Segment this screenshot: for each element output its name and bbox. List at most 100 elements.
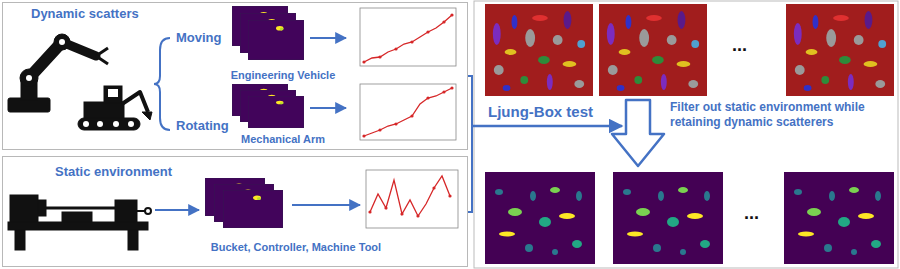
art-circle [400,212,403,215]
art-path [468,76,472,212]
art-rect [108,89,118,97]
art-rect [38,200,46,216]
art-use [485,4,593,96]
robot-arm-icon [8,34,108,112]
art-use [784,172,894,264]
art-rect [10,195,38,222]
art-circle [378,128,381,131]
art-circle [384,206,387,209]
heatmap-stack [232,84,304,128]
filtered-images [485,172,894,264]
art-circle [410,114,413,117]
art-use [485,172,595,264]
ellipsis: ... [732,34,747,57]
art-circle [362,134,365,137]
line-plot [360,84,456,140]
art-line [310,107,346,109]
art-circle [416,214,419,217]
down-arrow [612,100,664,166]
art-circle [368,210,371,213]
art-circle [113,121,119,127]
image-caption: Mechanical Arm [228,133,338,146]
art-g [362,86,453,137]
segmentation-images [485,4,894,96]
art-line [292,204,360,206]
heatmap-stack [232,6,304,60]
art-line [472,125,622,128]
art-rect [15,230,25,250]
art-line [96,48,108,56]
art-use [223,190,283,228]
art-line [96,56,108,64]
panel-title: Static environment [55,164,172,180]
group-panel: Dynamic scattersEngineering VehicleMecha… [2,2,468,150]
art-polyline [364,88,452,136]
result-frame [474,1,898,268]
art-rect [360,84,456,140]
image-caption: Bucket, Controller, Machine Tool [196,241,396,254]
art-circle [362,60,365,63]
excavator-icon [78,86,152,130]
art-circle [450,13,453,16]
art-rect [360,8,456,66]
flow-arrows [155,38,360,210]
art-line [310,37,346,39]
art-circle [450,86,453,89]
art-rect [84,102,124,118]
art-path [142,112,152,120]
art-g [368,186,451,217]
art-use [613,172,723,264]
art-circle [378,55,381,58]
art-circle [442,20,445,23]
image-stack: Mechanical Arm [228,80,338,146]
art-circle [145,208,151,214]
step-note: Filter out static environment while reta… [670,100,894,130]
art-rect [8,222,148,230]
art-polyline [370,176,450,216]
art-circle [448,194,451,197]
image-stack: Engineering Vehicle [228,4,339,82]
art-use [248,96,304,128]
art-line [155,209,199,211]
art-polyline [122,92,148,112]
art-circle [394,47,397,50]
art-line [62,42,96,56]
art-circle [59,39,65,45]
ellipsis: ... [744,202,759,225]
art-use [786,4,894,96]
test-label: Ljung-Box test [488,103,593,122]
art-use [599,4,707,96]
art-rect [115,200,137,222]
art-line [46,207,118,210]
art-circle [394,122,397,125]
art-rect [128,230,138,250]
art-circle [97,121,103,127]
art-circle [426,96,429,99]
motion-label: Rotating [176,118,229,134]
art-circle [410,40,413,43]
art-circle [83,121,89,127]
image-stack: Bucket, Controller, Machine Tool [196,176,396,254]
line-plot [360,8,456,66]
art-polyline [364,15,452,62]
heatmap-stack [205,178,283,228]
art-rect [62,212,92,222]
line-plot [366,170,458,228]
brace [154,38,170,130]
art-rect [104,86,122,103]
art-circle [128,121,134,127]
group-panel: Static environmentBucket, Controller, Ma… [2,156,468,267]
art-rect [78,118,140,130]
art-g [362,13,453,63]
art-circle [432,186,435,189]
art-circle [442,90,445,93]
art-use [248,20,304,60]
machine-tool-icon [8,195,151,250]
motion-label: Moving [176,30,222,46]
art-rect [366,170,458,228]
art-circle [26,75,32,81]
image-caption: Engineering Vehicle [228,69,339,82]
art-circle [426,30,429,33]
panel-title: Dynamic scatters [31,6,139,22]
